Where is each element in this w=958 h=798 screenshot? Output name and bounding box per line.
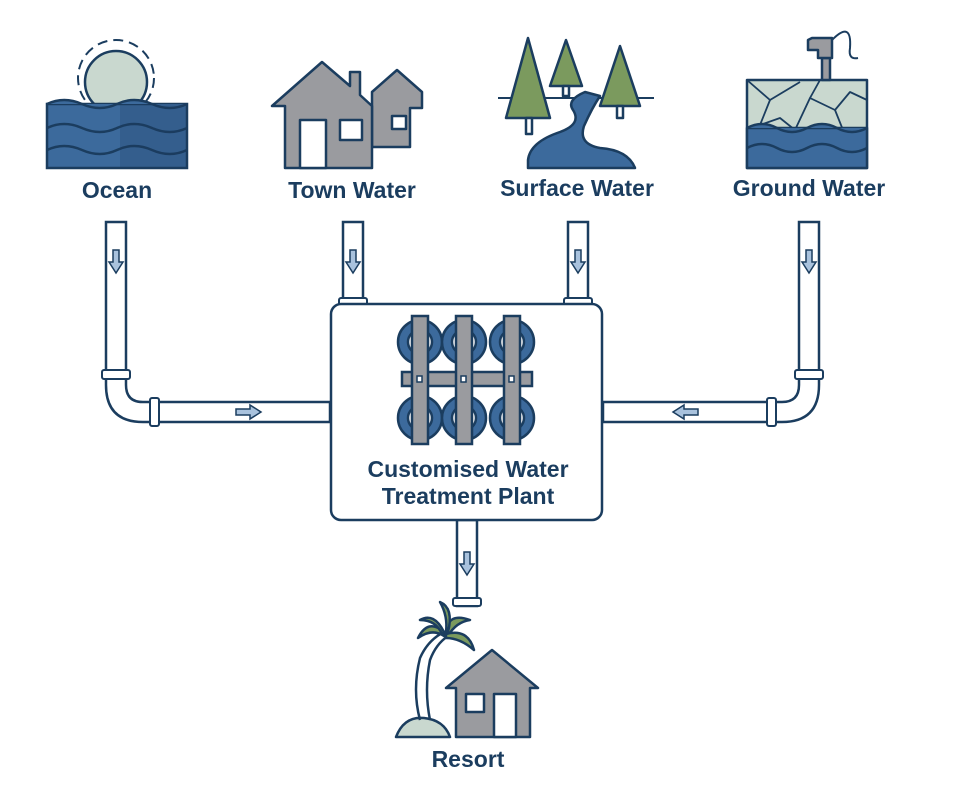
source-label-ground-water: Ground Water <box>732 175 886 201</box>
ground-pipe <box>601 220 821 424</box>
ocean-sun-icon <box>45 39 189 170</box>
palm-house-icon <box>394 600 540 739</box>
plant-label-line1: Customised Water <box>367 456 569 482</box>
plant-label-line2: Treatment Plant <box>381 483 555 509</box>
arrow-down-output <box>458 551 476 577</box>
arrow-down-ground <box>800 249 818 275</box>
destination-label-resort: Resort <box>431 746 505 772</box>
arrow-down-town <box>344 249 362 275</box>
arrow-left-ground <box>671 403 699 421</box>
trees-river-icon <box>498 36 654 170</box>
ocean-pipe <box>104 220 332 424</box>
flow-arrows <box>107 249 818 577</box>
pipe-network <box>104 220 821 608</box>
arrow-down-ocean <box>107 249 125 275</box>
arrow-down-surface <box>569 249 587 275</box>
rock-pump-icon <box>745 30 869 170</box>
membrane-rack-icon <box>396 314 536 446</box>
source-label-ocean: Ocean <box>81 177 153 203</box>
plant-label: Customised Water Treatment Plant <box>333 456 603 510</box>
arrow-right-ocean <box>235 403 263 421</box>
houses-icon <box>270 60 424 170</box>
source-label-surface-water: Surface Water <box>500 175 654 201</box>
source-label-town-water: Town Water <box>288 177 416 203</box>
